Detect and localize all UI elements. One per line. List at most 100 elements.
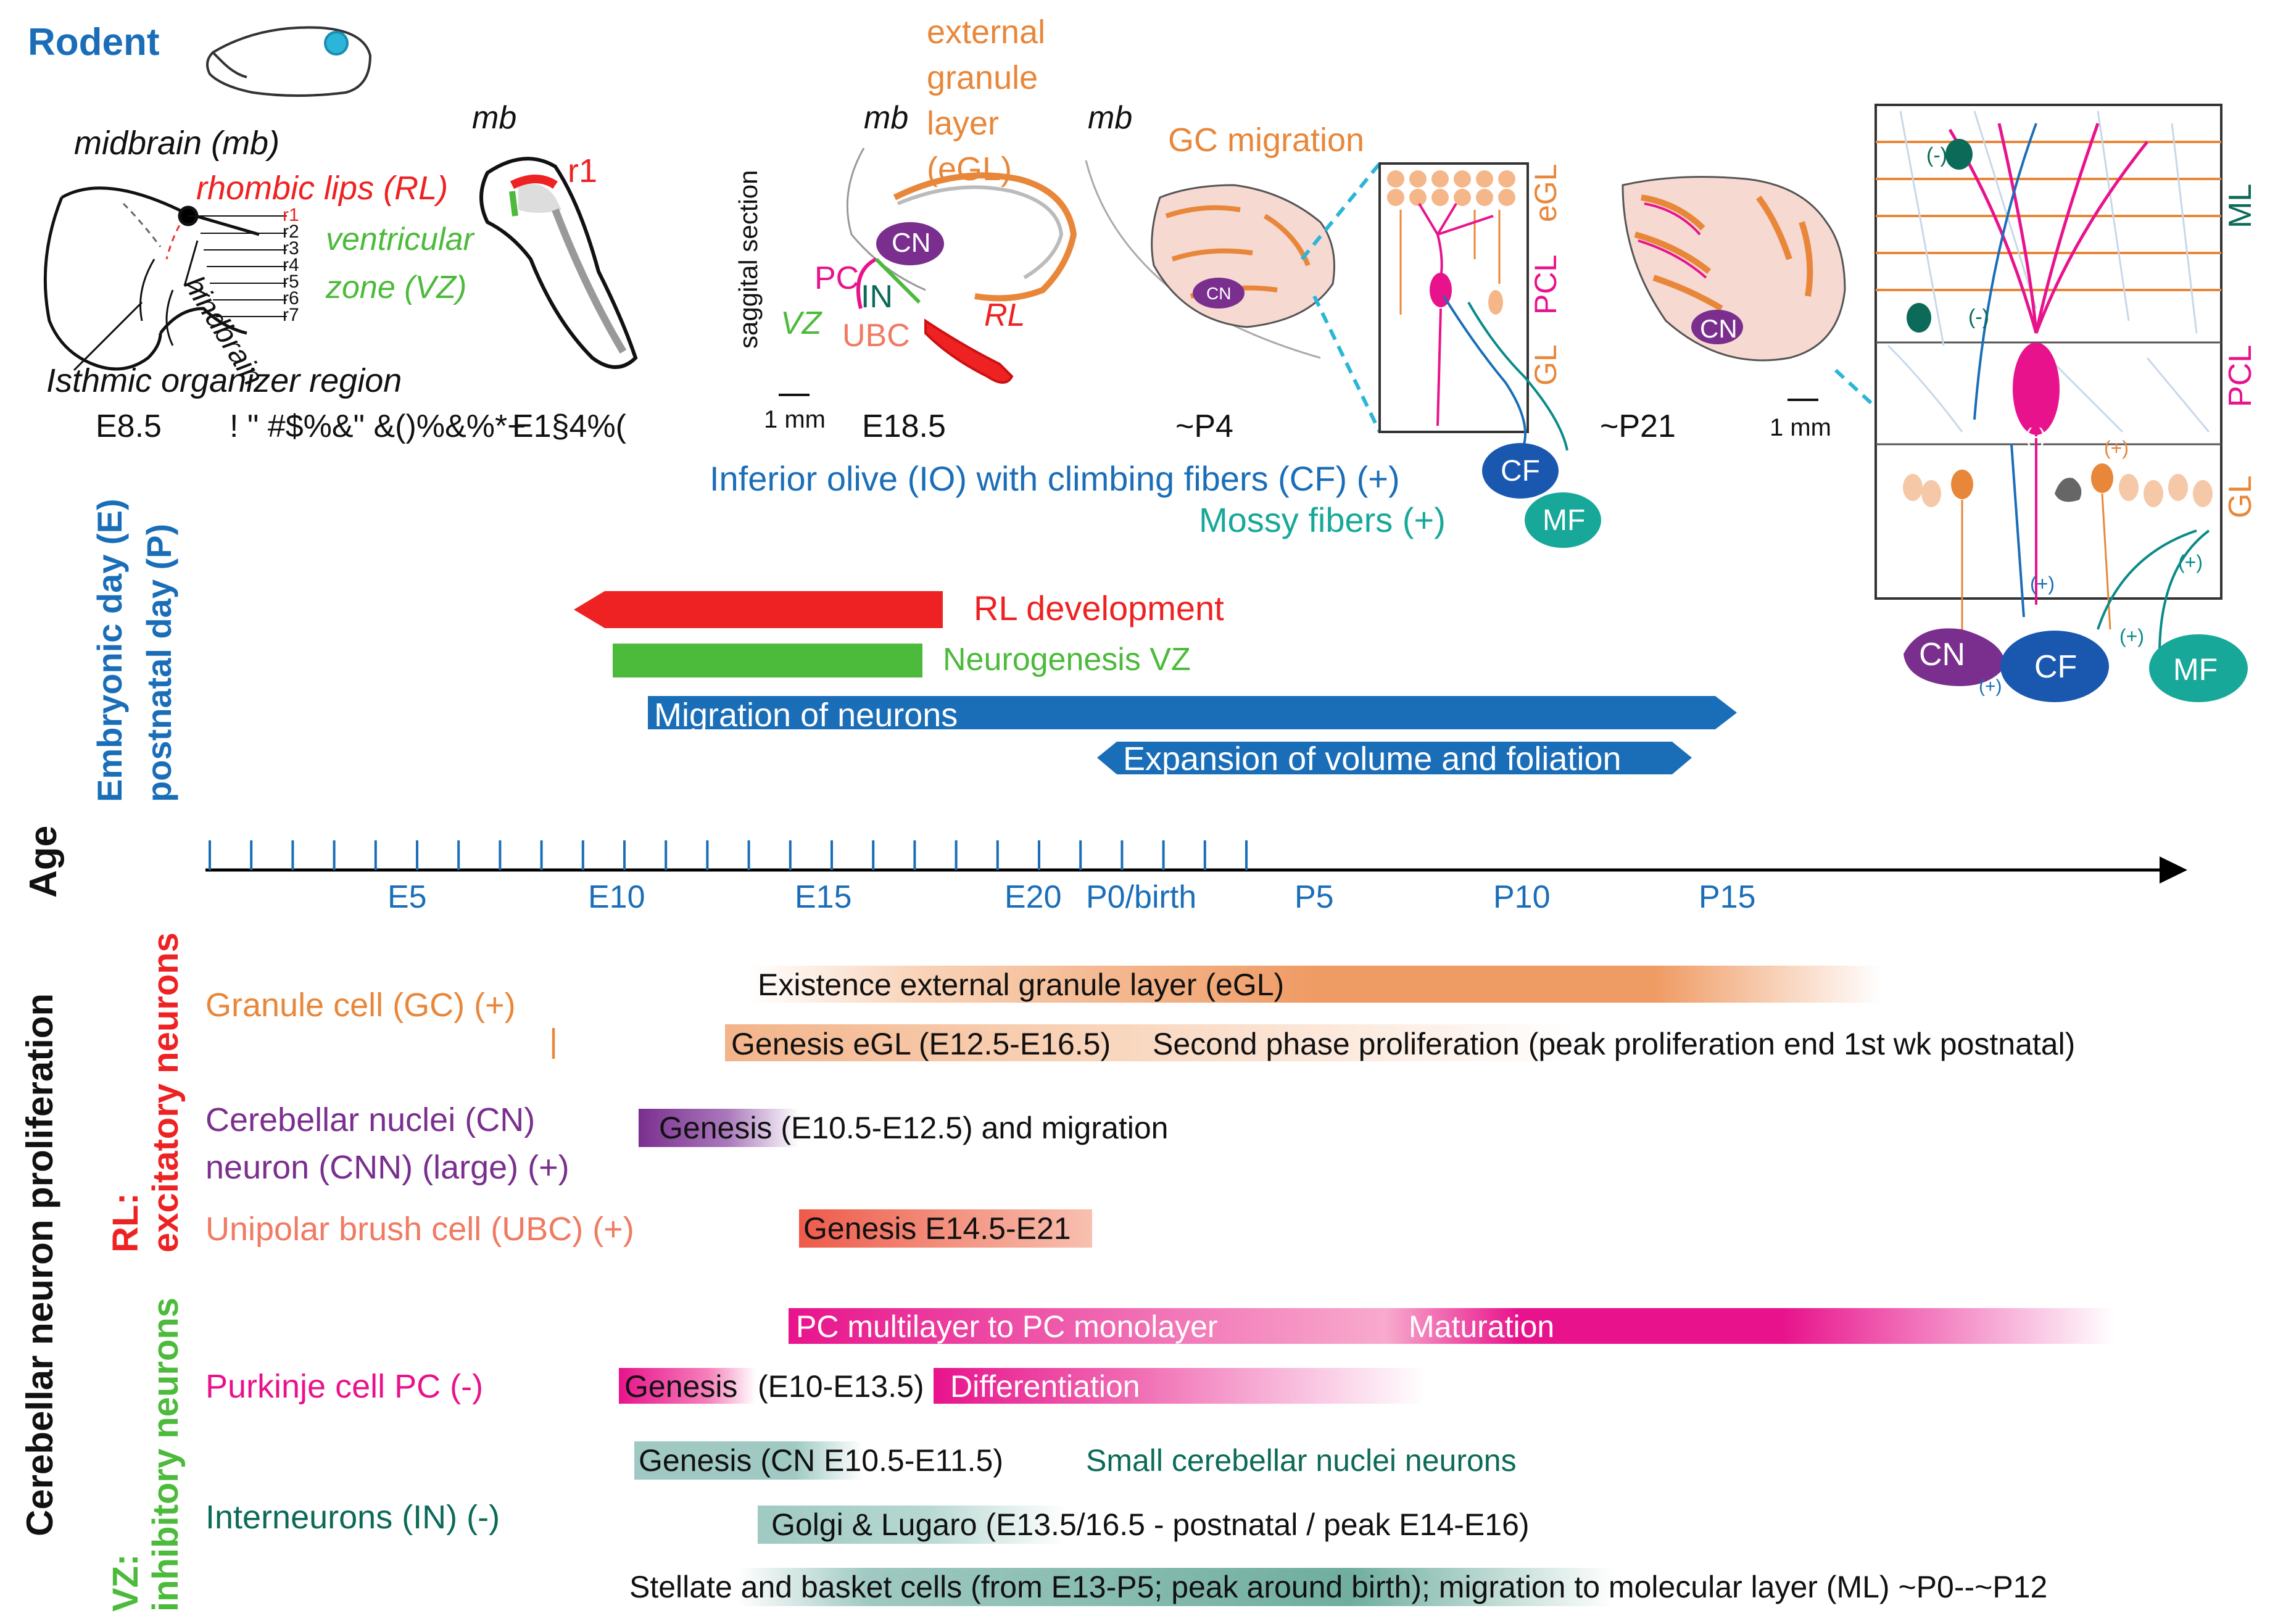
bar-egl-second-text: Second phase proliferation (peak prolife… xyxy=(1153,1027,2076,1061)
sign-minus-3: (-) xyxy=(2025,425,2046,448)
age-e185-label: E18.5 xyxy=(862,408,946,444)
inset-pcl-label: PCL xyxy=(1528,254,1563,315)
rhombomere-r4: r4 xyxy=(283,255,299,275)
ventricular-label-1: ventricular xyxy=(326,222,474,257)
egl-line-2: granule xyxy=(927,59,1038,96)
rl-group-label-1: RL: xyxy=(106,1193,146,1253)
garbled-text-2: E1§4%( xyxy=(512,408,626,444)
bar-pc-genesis xyxy=(619,1368,756,1404)
bar-stellate xyxy=(737,1568,1613,1606)
age-p4-label: ~P4 xyxy=(1175,408,1233,444)
tick-label-p15: P15 xyxy=(1699,879,1756,915)
rhombomere-r2: r2 xyxy=(283,222,299,242)
migration-label: Migration of neurons xyxy=(654,697,958,734)
postnatal-day-label: postnatal day (P) xyxy=(139,523,178,802)
cn-label-inset: CN xyxy=(1919,637,1966,673)
gl-label: GL xyxy=(2222,475,2258,518)
sign-plus-4: (+) xyxy=(2119,625,2144,647)
bar-ubc-genesis-text: Genesis E14.5-E21 xyxy=(803,1211,1071,1246)
inset-egl-label: eGL xyxy=(1528,164,1563,222)
bar-egl-existence xyxy=(748,966,1882,1003)
mb-label-1: mb xyxy=(472,100,517,136)
tick-label-p0: P0/birth xyxy=(1086,879,1197,915)
cf-label-inset: CF xyxy=(2034,649,2077,685)
neurogenesis-label: Neurogenesis VZ xyxy=(943,642,1191,677)
vz-label: VZ xyxy=(781,305,822,341)
r1-label: r1 xyxy=(568,152,598,189)
tick-label-e20: E20 xyxy=(1005,879,1062,915)
garbled-text-1: ! " #$%&" &()%&%*+ xyxy=(230,408,526,444)
cell-cn-label-2: neuron (CNN) (large) (+) xyxy=(205,1149,570,1186)
rhombomere-list: r1 r2 r3 r4 r5 r6 r7 xyxy=(283,206,307,325)
e185-cerebellum-drawing xyxy=(846,147,1077,384)
rhombomere-r5: r5 xyxy=(283,271,299,292)
cell-granule-mark: | xyxy=(549,1022,558,1059)
embryo-e85-drawing xyxy=(43,186,287,371)
scale-label-1: 1 mm xyxy=(764,406,826,433)
io-label: Inferior olive (IO) with climbing fibers… xyxy=(710,459,1400,498)
bar-cn-genesis-text: Genesis (E10.5-E12.5) and migration xyxy=(659,1111,1169,1145)
egl-line-4: (eGL) xyxy=(927,151,1013,188)
sign-minus-2: (-) xyxy=(1968,305,1989,329)
egl-label-block: external granule layer (eGL) xyxy=(927,9,1045,192)
bar-stellate-text: Stellate and basket cells (from E13-P5; … xyxy=(629,1570,2048,1604)
rl-label: RL xyxy=(984,297,1025,333)
mf-label-p4: MF xyxy=(1543,504,1586,537)
rhombomere-r3: r3 xyxy=(283,238,299,259)
vz-group-label-2: inhibitory neurons xyxy=(146,1297,186,1612)
egl-line-3: layer xyxy=(927,105,1000,142)
embryonic-day-label: Embryonic day (E) xyxy=(90,499,129,802)
mb-label-3: mb xyxy=(1088,100,1133,136)
rhombomere-r6: r6 xyxy=(283,288,299,309)
sign-plus-5: (+) xyxy=(1979,676,2002,697)
bar-golgi-text: Golgi & Lugaro (E13.5/16.5 - postnatal /… xyxy=(771,1507,1530,1542)
mf-label-inset: MF xyxy=(2173,652,2218,687)
vz-group-label-1: VZ: xyxy=(106,1554,146,1612)
bar-pc-multilayer-text: PC multilayer to PC monolayer xyxy=(796,1309,1218,1344)
cf-label-p4: CF xyxy=(1501,455,1540,487)
sign-minus-1: (-) xyxy=(1926,144,1947,167)
proliferation-side-label: Cerebellar neuron proliferation xyxy=(19,993,60,1536)
p4-inset-box xyxy=(1378,162,1568,451)
cn-label-p21: CN xyxy=(1700,314,1738,343)
cn-label-e185: CN xyxy=(892,228,931,258)
cell-pc-label: Purkinje cell PC (-) xyxy=(205,1368,484,1405)
pc-label: PC xyxy=(814,260,860,296)
rl-development-label: RL development xyxy=(974,589,1224,628)
mb-r1-drawing xyxy=(479,157,638,369)
cf-ellipse-p4 xyxy=(1482,443,1559,499)
age-e85-label: E8.5 xyxy=(96,408,162,444)
midbrain-label: midbrain (mb) xyxy=(74,125,280,162)
age-axis-label: Age xyxy=(22,825,65,898)
mf-ellipse-p4 xyxy=(1525,492,1601,548)
scale-label-2: 1 mm xyxy=(1770,414,1831,441)
bar-pc-maturation-text: Maturation xyxy=(1409,1309,1555,1344)
mf-ellipse-inset xyxy=(2149,634,2248,702)
tick-label-e10: E10 xyxy=(588,879,645,915)
egl-line-1: external xyxy=(927,14,1046,51)
bar-pc-genesis-text: Genesis xyxy=(624,1369,738,1404)
bar-pc-multilayer xyxy=(789,1308,2115,1344)
tick-label-p10: P10 xyxy=(1493,879,1551,915)
bar-ubc-genesis xyxy=(799,1209,1092,1248)
rhombic-lips-label: rhombic lips (RL) xyxy=(196,170,449,207)
bar-cn-genesis xyxy=(639,1109,799,1147)
cell-cn-label-1: Cerebellar nuclei (CN) xyxy=(205,1101,536,1138)
sign-plus-3: (+) xyxy=(2030,573,2055,595)
ventricular-label-2: zone (VZ) xyxy=(326,270,467,305)
pcl-label: PCL xyxy=(2222,344,2258,407)
ml-label: ML xyxy=(2222,183,2258,228)
tick-label-e5: E5 xyxy=(387,879,427,915)
sign-plus-1: (+) xyxy=(2104,437,2129,459)
cn-shape-inset xyxy=(1903,628,2005,686)
bar-egl-genesis-text: Genesis eGL (E12.5-E16.5) xyxy=(731,1027,1111,1061)
cell-ubc-label: Unipolar brush cell (UBC) (+) xyxy=(205,1211,634,1248)
bar-egl-existence-text: Existence external granule layer (eGL) xyxy=(758,967,1285,1002)
rodent-head-icon xyxy=(206,26,372,97)
sagittal-label: saggital section xyxy=(734,170,763,349)
cell-in-label: Interneurons (IN) (-) xyxy=(205,1499,500,1536)
layers-inset xyxy=(1874,104,2222,655)
rhombomere-r7: r7 xyxy=(283,305,299,325)
expansion-label: Expansion of volume and foliation xyxy=(1123,740,1622,777)
bar-pc-differentiation xyxy=(934,1368,1425,1404)
